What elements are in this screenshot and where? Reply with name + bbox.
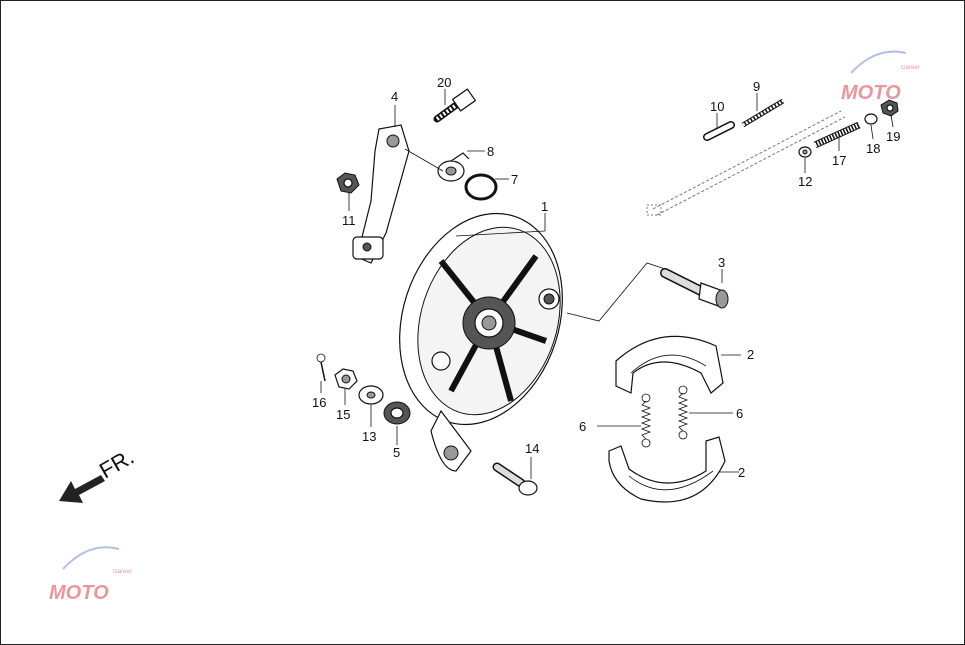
callout-7: 7 xyxy=(511,172,518,187)
o-ring-7 xyxy=(464,173,498,201)
callout-20: 20 xyxy=(437,75,451,90)
callout-16: 16 xyxy=(312,395,326,410)
brake-shoe-upper xyxy=(615,335,724,394)
brake-arm xyxy=(352,124,410,264)
nut-19 xyxy=(880,99,899,117)
callout-14: 14 xyxy=(525,441,539,456)
washer-12 xyxy=(798,146,812,158)
callout-4: 4 xyxy=(391,89,398,104)
callout-6b: 6 xyxy=(736,406,743,421)
callout-17: 17 xyxy=(832,153,846,168)
brake-cable xyxy=(646,110,846,216)
pin-10 xyxy=(703,121,735,141)
callout-11: 11 xyxy=(342,213,356,228)
cotter-pin-16 xyxy=(316,353,326,382)
watermark-bottom-left: MOTO Gareer xyxy=(49,546,132,604)
front-direction-arrow: FR. xyxy=(59,444,138,503)
washer-13 xyxy=(358,385,384,405)
svg-text:MOTO: MOTO xyxy=(841,82,901,104)
callout-13: 13 xyxy=(362,429,376,444)
callout-10: 10 xyxy=(710,99,724,114)
brake-panel xyxy=(399,212,563,472)
callout-2a: 2 xyxy=(747,347,754,362)
svg-text:Gareer: Gareer xyxy=(113,569,132,575)
callout-6a: 6 xyxy=(579,419,586,434)
nut-11 xyxy=(336,172,360,194)
callout-18: 18 xyxy=(866,141,880,156)
bolt-14 xyxy=(492,462,538,496)
callout-15: 15 xyxy=(336,407,350,422)
nut-15 xyxy=(334,368,358,390)
callout-5: 5 xyxy=(393,445,400,460)
callout-9: 9 xyxy=(753,79,760,94)
spring-17 xyxy=(813,121,861,149)
spring-6-left xyxy=(640,393,652,448)
leader-lines xyxy=(320,89,894,479)
indicator-plate-8 xyxy=(437,152,470,182)
joint-18 xyxy=(864,113,878,125)
watermark-top-right: MOTO Gareer xyxy=(841,50,920,104)
callout-1: 1 xyxy=(541,199,548,214)
callout-2b: 2 xyxy=(738,465,745,480)
callout-labels: 1 2 2 3 4 5 6 6 7 8 9 10 11 12 13 14 15 … xyxy=(312,75,900,480)
svg-text:Gareer: Gareer xyxy=(901,65,920,71)
callout-8: 8 xyxy=(487,144,494,159)
callout-19: 19 xyxy=(886,129,900,144)
spring-6-right xyxy=(677,385,689,440)
bolt-20 xyxy=(433,88,477,123)
svg-text:MOTO: MOTO xyxy=(49,582,109,604)
bearing-5 xyxy=(383,401,411,425)
spring-9 xyxy=(741,98,785,128)
brake-cam-3 xyxy=(660,268,729,309)
callout-12: 12 xyxy=(798,174,812,189)
callout-3: 3 xyxy=(718,255,725,270)
brake-shoe-lower xyxy=(608,436,726,503)
